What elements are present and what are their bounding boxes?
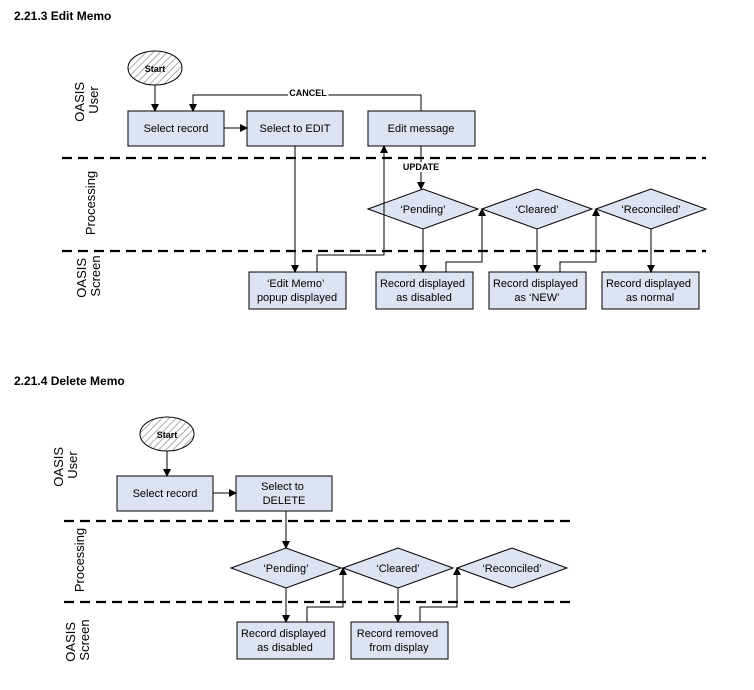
- edge-popup-to-edit-message: [316, 145, 388, 272]
- record-disabled-label: Record displayed as disabled: [380, 278, 468, 304]
- lane-label-oasis-user: OASIS User: [72, 78, 101, 121]
- select-record-box: [116, 475, 214, 512]
- pending-label: ‘Pending’: [263, 563, 308, 575]
- edge-disabled-to-cleared: [306, 567, 347, 622]
- edit-message-box: [367, 110, 476, 147]
- reconciled-label: ‘Reconciled’: [482, 563, 541, 575]
- record-disabled-label: Record displayed as disabled: [241, 628, 329, 654]
- reconciled-decision: [594, 188, 708, 230]
- edit-message-label: Edit message: [388, 123, 455, 135]
- edge-removed-to-reconciled: [419, 567, 461, 622]
- start-label: Start: [157, 430, 178, 440]
- cleared-label: ‘Cleared’: [515, 204, 558, 216]
- record-new-label: Record displayed as ‘NEW’: [493, 278, 581, 304]
- select-delete-box: [235, 475, 333, 512]
- reconciled-label: ‘Reconciled’: [621, 204, 680, 216]
- lane-label-processing: Processing: [72, 528, 87, 592]
- select-edit-label: Select to EDIT: [260, 123, 331, 135]
- reconciled-decision: [455, 547, 569, 589]
- edit-memo-heading: 2.21.3 Edit Memo: [14, 9, 111, 23]
- select-record-label: Select record: [144, 123, 209, 135]
- lane-label-processing: Processing: [83, 171, 98, 235]
- lane-label-oasis-screen: OASIS Screen: [74, 254, 103, 297]
- edit-memo-popup-label: ‘Edit Memo’ popup displayed: [257, 278, 337, 304]
- select-delete-label: Select to DELETE: [261, 481, 307, 507]
- edge-cancel: [189, 94, 422, 112]
- record-new-box: [488, 271, 587, 310]
- pending-label: ‘Pending’: [400, 204, 445, 216]
- select-record-box: [127, 110, 225, 147]
- edge-new-to-reconciled: [559, 208, 600, 272]
- edit-memo-section: 2.21.3 Edit Memo OASIS User Processing O…: [14, 9, 708, 310]
- edge-disabled-to-cleared: [445, 208, 486, 272]
- select-record-label: Select record: [133, 488, 198, 500]
- lane-label-oasis-user: OASIS User: [51, 443, 80, 486]
- record-disabled-box: [375, 271, 474, 310]
- edit-memo-popup-box: [248, 271, 347, 310]
- record-normal-label: Record displayed as normal: [606, 278, 694, 304]
- record-disabled-box: [236, 621, 335, 660]
- cancel-label: CANCEL: [289, 88, 327, 98]
- select-edit-box: [246, 110, 344, 147]
- delete-memo-heading: 2.21.4 Delete Memo: [14, 374, 125, 388]
- delete-memo-section: 2.21.4 Delete Memo OASIS User Processing…: [14, 374, 572, 662]
- lane-label-oasis-screen: OASIS Screen: [63, 618, 92, 661]
- cleared-label: ‘Cleared’: [376, 563, 419, 575]
- record-removed-label: Record removed from display: [357, 628, 441, 654]
- update-label: UPDATE: [403, 162, 439, 172]
- start-label: Start: [145, 64, 166, 74]
